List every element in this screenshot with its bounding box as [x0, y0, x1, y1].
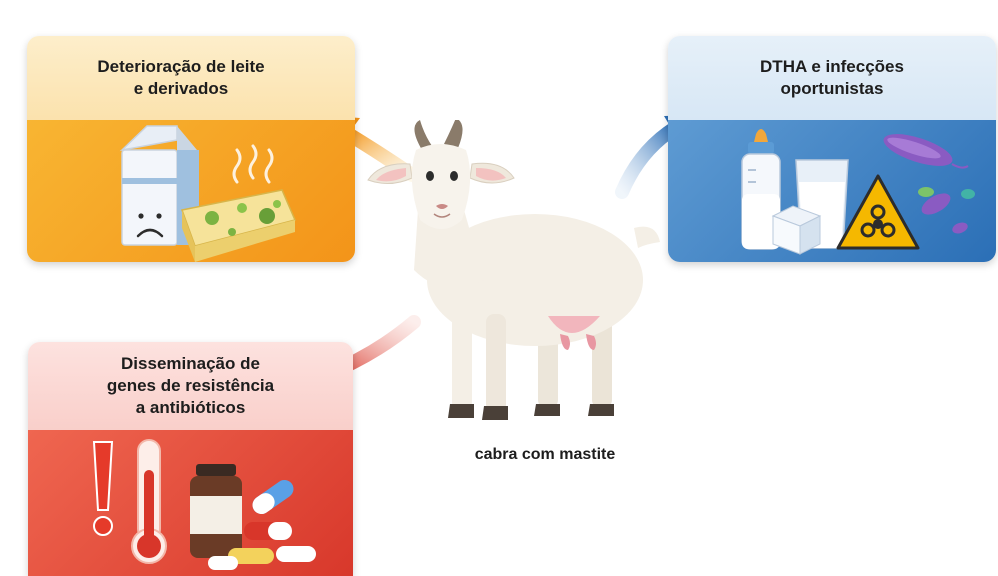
goat-caption-box: cabra com mastite: [413, 436, 677, 474]
pills-icon: [208, 479, 316, 570]
card-resistance-title: Disseminação de genes de resistência a a…: [28, 342, 353, 430]
thermometer-icon: [131, 439, 167, 564]
exclamation-icon: [92, 441, 114, 536]
moldy-cheese-icon: [180, 189, 297, 262]
goat-caption: cabra com mastite: [474, 446, 616, 463]
goat-icon: [367, 120, 660, 420]
card-dtha-illustration: [668, 120, 996, 262]
odor-waves-icon: [232, 144, 274, 184]
bacteria-icon: [883, 134, 975, 234]
biohazard-warning-icon: [836, 174, 920, 250]
card-dtha-infections: DTHA e infecções oportunistas: [668, 36, 996, 262]
small-milk-carton-icon: [771, 205, 822, 255]
card-resistance-illustration: [28, 430, 353, 576]
card-milk-illustration: [27, 120, 355, 262]
card-milk-title: Deterioração de leite e derivados: [27, 36, 355, 120]
baby-bottle-icon: [741, 129, 781, 250]
card-antibiotic-resistance: Disseminação de genes de resistência a a…: [28, 342, 353, 576]
card-milk-deterioration: Deterioração de leite e derivados: [27, 36, 355, 262]
medicine-bottle-icon: [190, 464, 242, 558]
card-dtha-title: DTHA e infecções oportunistas: [668, 36, 996, 120]
